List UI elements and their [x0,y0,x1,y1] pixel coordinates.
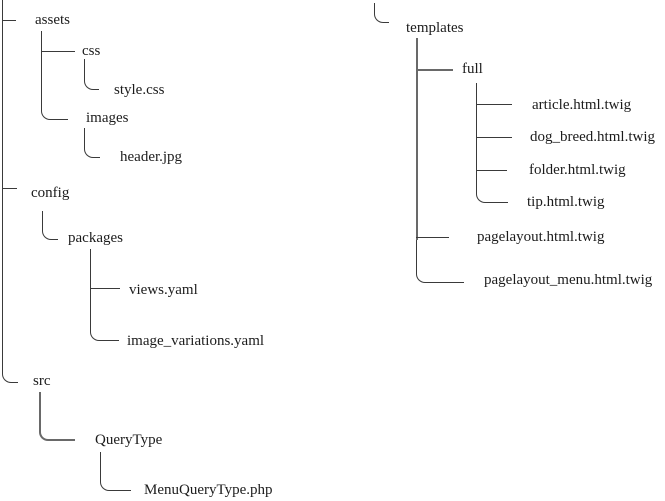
connector-dog-breed [476,137,512,138]
connector-root-trunk-left [2,0,18,383]
tree-node-label-css: css [82,43,101,59]
connector-full-trunk [476,83,508,203]
tree-node-label-templates: templates [406,20,464,36]
connector-assets-trunk [41,31,68,120]
connector-pagelayout [416,237,449,238]
connector-article [476,104,512,105]
tree-node-label-full: full [462,61,483,77]
connector-packages-trunk [90,249,119,341]
tree-node-label-tip-html-twig: tip.html.twig [527,194,605,210]
tree-node-label-config: config [31,185,70,201]
connector-root-stub-right [374,3,389,23]
tree-node-label-querytype: QueryType [95,432,163,448]
tree-node-label-dog-breed-html-twig: dog_breed.html.twig [530,129,655,145]
tree-node-label-packages: packages [68,230,123,246]
tree-node-label-pagelayout-html-twig: pagelayout.html.twig [477,229,605,245]
connector-folder [476,170,507,171]
tree-node-label-header-jpg: header.jpg [120,149,183,165]
tree-node-label-src: src [33,373,51,389]
tree-node-label-views-yaml: views.yaml [129,282,198,298]
tree-node-label-article-html-twig: article.html.twig [532,97,632,113]
tree-node-label-style-css: style.css [114,82,165,98]
connector-header-jpg [84,128,100,158]
tree-node-label-folder-html-twig: folder.html.twig [529,162,626,178]
tree-node-label-menuquerytype-php: MenuQueryType.php [144,482,273,498]
connector-assets [2,20,16,21]
tree-node-label-images: images [86,110,129,126]
connector-full [416,69,453,71]
connector-templates-trunk [416,38,418,240]
connector-style-css [84,59,99,90]
connector-packages [42,211,58,240]
tree-node-label-assets: assets [35,12,70,28]
connector-css [41,51,75,52]
tree-node-label-image-variations-yaml: image_variations.yaml [127,333,265,349]
connector-config [2,188,17,189]
tree-node-label-pagelayout-menu-html-twig: pagelayout_menu.html.twig [484,272,653,288]
connector-pagelayout-menu [416,240,464,283]
connector-querytype [39,392,75,441]
connector-views-yaml [90,288,120,289]
connector-menuquerytype [100,452,131,491]
